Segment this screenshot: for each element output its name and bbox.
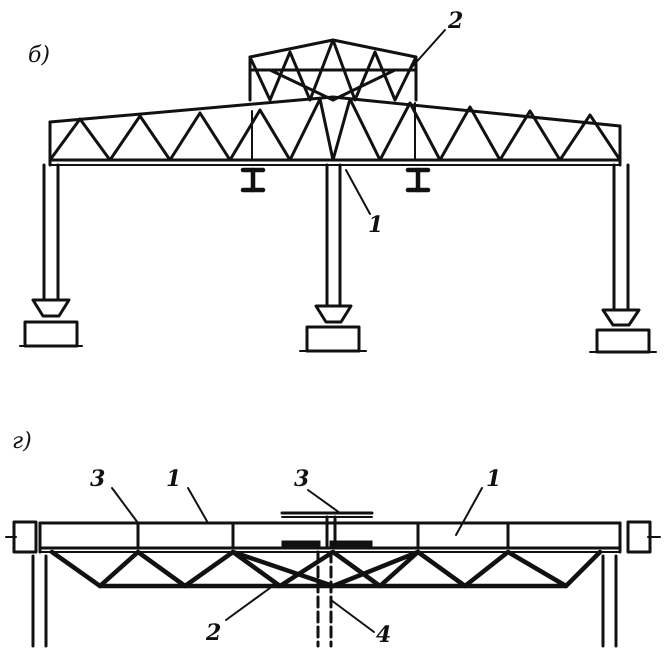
panel-g-label: г)	[12, 429, 32, 454]
callout-1-left-leader	[187, 487, 209, 524]
panel-g: г)	[5, 429, 661, 648]
lower-truss-2	[49, 549, 603, 589]
truss-web-left	[48, 97, 335, 162]
callout-3-mid-leader	[307, 489, 341, 514]
callout-3-left: 3	[90, 466, 105, 492]
column-left	[19, 163, 83, 348]
column-center	[299, 163, 367, 353]
i-beam-right	[405, 167, 431, 193]
callout-1-right: 1	[486, 466, 501, 492]
callout-1-leader	[345, 169, 371, 215]
top-frame-2	[248, 38, 418, 102]
column-right	[589, 163, 657, 354]
callout-4-leader	[330, 599, 375, 633]
callout-2-bottom-leader	[225, 587, 271, 621]
panel-b: б)	[19, 8, 657, 354]
i-beam-left	[240, 167, 266, 193]
callout-1-left: 1	[166, 466, 181, 492]
callout-2-bottom: 2	[205, 620, 221, 646]
callout-4: 4	[376, 622, 391, 648]
main-truss	[48, 95, 622, 167]
callout-2-leader	[411, 29, 446, 68]
callout-1: 1	[368, 212, 383, 238]
truss-web-right	[331, 97, 622, 162]
callout-3-mid: 3	[294, 466, 309, 492]
cover-plates-3	[280, 511, 374, 550]
callout-1-right-leader	[455, 487, 483, 536]
right-support	[601, 520, 661, 648]
left-support	[5, 520, 48, 648]
truss-top-chord	[48, 95, 622, 128]
callout-2: 2	[447, 8, 463, 34]
panel-b-label: б)	[28, 43, 50, 68]
dashed-post-4	[316, 550, 333, 648]
callout-3-left-leader	[111, 487, 139, 524]
upper-beam-1	[38, 521, 622, 554]
